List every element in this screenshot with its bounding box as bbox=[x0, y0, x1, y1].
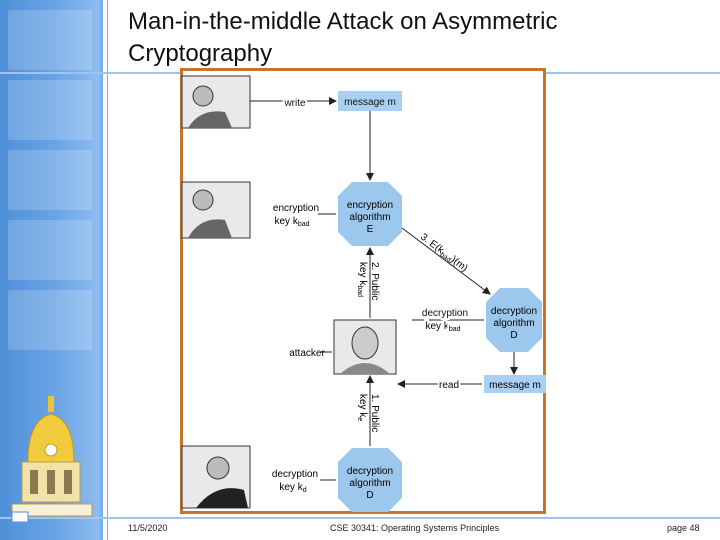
sidebar-divider bbox=[100, 0, 103, 540]
dec-alg-bot-line2: algorithm bbox=[349, 478, 390, 489]
step1-label: 1. Public key ke bbox=[356, 394, 380, 432]
enc-key-line1: encryption bbox=[273, 203, 319, 214]
enc-key-line2: key kbad bbox=[274, 216, 309, 228]
sidebar-panel bbox=[8, 290, 92, 350]
sender-portrait-top bbox=[181, 75, 251, 129]
footer-course: CSE 30341: Operating Systems Principles bbox=[330, 523, 500, 533]
message-box-middle-label: message m bbox=[489, 380, 541, 391]
encryption-algorithm-octagon bbox=[338, 182, 402, 246]
svg-text:2. Public: 2. Public bbox=[369, 262, 380, 300]
dec-key-mid-line2: key kbad bbox=[425, 321, 460, 333]
sidebar-panel bbox=[8, 150, 92, 210]
svg-text:3. E(kbad)(m): 3. E(kbad)(m) bbox=[418, 232, 470, 275]
enc-alg-line2: algorithm bbox=[349, 212, 390, 223]
step3-label: 3. E(kbad)(m) bbox=[418, 232, 470, 275]
svg-text:key kbad: key kbad bbox=[356, 262, 368, 297]
attacker-portrait bbox=[333, 319, 397, 375]
receiver-decryption-octagon bbox=[338, 448, 402, 512]
svg-text:1. Public: 1. Public bbox=[369, 394, 380, 432]
dec-key-mid-line1: decryption bbox=[422, 308, 468, 319]
read-label: read bbox=[439, 380, 459, 391]
message-box-top bbox=[338, 91, 402, 111]
dec-key-bot-line2: key kd bbox=[279, 482, 306, 494]
attacker-decryption-octagon bbox=[486, 288, 542, 352]
sidebar-divider bbox=[107, 0, 108, 540]
dec-alg-bot-line1: decryption bbox=[347, 466, 393, 477]
enc-alg-line3: E bbox=[367, 224, 374, 235]
footer-page: page 48 bbox=[667, 523, 700, 533]
footer-rule bbox=[0, 517, 720, 519]
message-box-middle bbox=[484, 375, 546, 393]
footer-date: 11/5/2020 bbox=[128, 523, 168, 533]
left-sidebar bbox=[0, 0, 100, 540]
sidebar-panel bbox=[8, 10, 92, 70]
message-box-top-label: message m bbox=[344, 97, 396, 108]
attacker-label: attacker bbox=[289, 348, 325, 359]
dec-alg-mid-line1: decryption bbox=[491, 306, 537, 317]
enc-alg-line1: encryption bbox=[347, 200, 393, 211]
sidebar-panel bbox=[8, 80, 92, 140]
sender-portrait-middle bbox=[181, 181, 251, 239]
write-label: write bbox=[283, 98, 306, 109]
receiver-portrait bbox=[181, 445, 251, 509]
dome-logo-icon bbox=[11, 396, 93, 522]
step2-label: 2. Public key kbad bbox=[356, 262, 380, 300]
dec-alg-bot-line3: D bbox=[366, 490, 373, 501]
svg-text:key ke: key ke bbox=[356, 394, 368, 421]
step3-ciphertext-arrow bbox=[401, 227, 491, 295]
dec-key-bot-line1: decryption bbox=[272, 469, 318, 480]
dec-alg-mid-line2: algorithm bbox=[493, 318, 534, 329]
slide-title: Man-in-the-middle Attack on Asymmetric C… bbox=[128, 8, 558, 67]
dec-alg-mid-line3: D bbox=[510, 330, 517, 341]
sidebar-panel bbox=[8, 220, 92, 280]
